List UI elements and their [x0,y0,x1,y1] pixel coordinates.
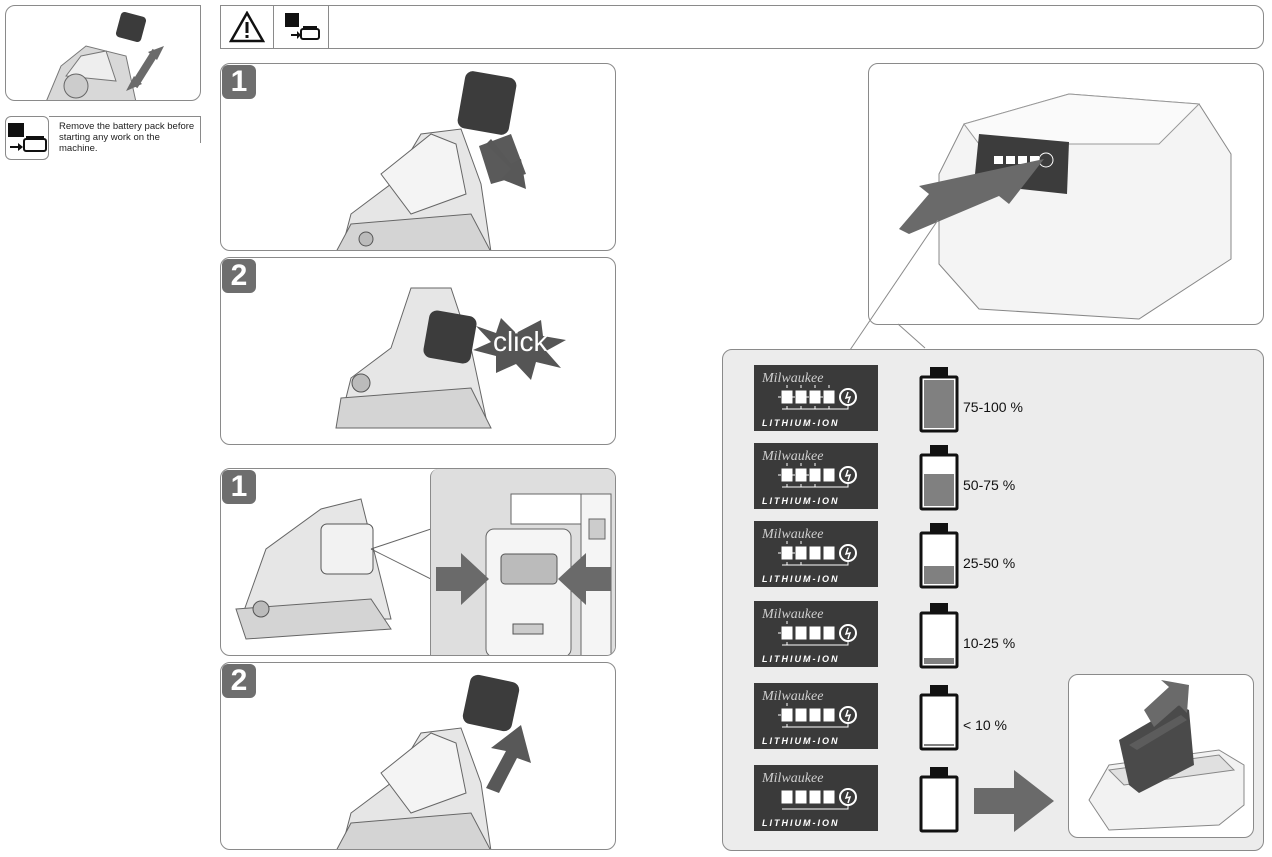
gauge-sub: LITHIUM-ION [762,818,840,828]
saw-battery-thumbnail-illustration [46,11,164,100]
gauge-sub: LITHIUM-ION [762,574,840,584]
step-number-badge: 2 [222,664,256,698]
header-battery-cell [273,5,329,49]
battery-level-icon [919,523,959,589]
insert-step-2-panel: 2 click [220,257,616,445]
battery-level-icon [919,767,959,833]
saw-remove-illustration [336,674,531,849]
gauge-brand: Milwaukee [761,371,823,386]
click-burst-shape [473,318,566,380]
to-charger-arrow [974,770,1054,832]
note-text: Remove the battery pack before starting … [59,121,201,154]
battery-gauge-closeup-panel [868,63,1264,325]
charge-level-label: 50-75 % [963,477,1016,493]
warning-triangle-icon [229,11,265,43]
gauge-brand: Milwaukee [761,771,823,786]
note-line-2: starting any work on the machine. [59,132,160,154]
charge-level-label: < 10 % [963,717,1007,733]
battery-removal-icon [8,123,47,152]
header-bar [220,5,1264,49]
battery-level-icon [919,367,959,433]
battery-level-icon [919,685,959,751]
gauge-sub: LITHIUM-ION [762,496,840,506]
gauge-brand: Milwaukee [761,689,823,704]
click-label: click [493,326,548,357]
battery-level-icon [919,445,959,511]
gauge-sub: LITHIUM-ION [762,736,840,746]
battery-level-icon [919,603,959,669]
header-warning-cell [220,5,274,49]
battery-warning-note: Remove the battery pack before starting … [5,116,201,160]
saw-insert-illustration [336,71,526,250]
gauge-brand: Milwaukee [761,527,823,542]
battery-pack-illustration [899,93,1232,320]
charge-level-label: 25-50 % [963,555,1016,571]
release-button-zoom [430,469,615,655]
charge-level-label: 10-25 % [963,635,1016,651]
header-thumbnail [5,5,201,101]
insert-step-1-panel: 1 [220,63,616,251]
remove-step-2-panel: 2 [220,662,616,850]
step-number-badge: 2 [222,259,256,293]
saw-release-illustration [235,498,431,640]
step-number-badge: 1 [222,470,256,504]
remove-step-1-panel: 1 [220,468,616,656]
battery-removal-icon [285,13,320,40]
gauge-sub: LITHIUM-ION [762,418,840,428]
gauge-sub: LITHIUM-ION [762,654,840,664]
step-number-badge: 1 [222,65,256,99]
charge-level-label: 75-100 % [963,399,1023,415]
charger-illustration [1088,680,1245,831]
note-icon-box [5,116,49,160]
charger-panel [1068,674,1254,838]
callout-connector [849,220,939,351]
note-text-box [49,116,201,143]
note-line-1: Remove the battery pack before [59,121,195,132]
saw-click-illustration [335,287,566,429]
gauge-brand: Milwaukee [761,449,823,464]
release-button-detail-illustration [436,493,612,655]
gauge-brand: Milwaukee [761,607,823,622]
